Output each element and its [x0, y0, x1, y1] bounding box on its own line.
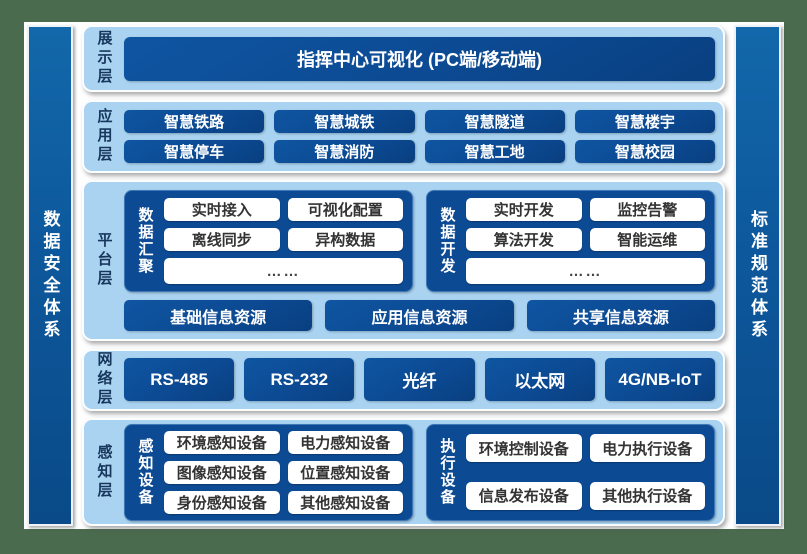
group-execution-devices-label: 执行设备	[436, 431, 458, 514]
layer-panel-network: 网络层 RS-485 RS-232 光纤 以太网 4G/NB-IoT	[82, 348, 725, 411]
group-data-aggregation: 数据汇聚 实时接入 可视化配置 离线同步 异构数据 ……	[124, 190, 413, 292]
node-4g-nbiot: 4G/NB-IoT	[604, 358, 716, 401]
node-fiber: 光纤	[364, 358, 475, 401]
node-app-info-resource: 应用信息资源	[325, 300, 514, 331]
pillar-data-security-label: 数据安全体系	[40, 209, 60, 342]
node-power-sensing: 电力感知设备	[287, 430, 403, 454]
platform-resources: 基础信息资源 应用信息资源 共享信息资源	[124, 300, 715, 331]
node-smart-fire: 智慧消防	[274, 139, 415, 163]
node-smart-site: 智慧工地	[424, 139, 565, 163]
node-location-sensing: 位置感知设备	[287, 460, 403, 484]
node-development-more: ……	[466, 258, 705, 284]
node-visual-config: 可视化配置	[287, 198, 403, 221]
display-layer-content: 指挥中心可视化 (PC端/移动端)	[124, 31, 715, 86]
node-identity-sensing: 身份感知设备	[164, 490, 280, 514]
node-smart-parking: 智慧停车	[124, 139, 265, 163]
layer-label-display: 展示层	[84, 30, 124, 87]
layer-label-platform: 平台层	[84, 186, 124, 335]
group-sensing-devices: 感知设备 环境感知设备 电力感知设备 图像感知设备 位置感知设备 身份感知设备 …	[124, 423, 413, 521]
node-realtime-access: 实时接入	[164, 198, 280, 221]
group-data-aggregation-label: 数据汇聚	[134, 198, 156, 284]
pillar-data-security: 数据安全体系	[27, 25, 73, 526]
node-rs485: RS-485	[124, 358, 235, 401]
layer-label-display-text: 展示层	[95, 30, 113, 87]
node-smart-building: 智慧楼宇	[574, 109, 715, 133]
node-aggregation-more: ……	[164, 258, 403, 284]
pillar-standards: 标准规范体系	[734, 25, 781, 526]
node-ethernet: 以太网	[484, 358, 595, 401]
layer-label-platform-text: 平台层	[95, 232, 113, 289]
node-command-center: 指挥中心可视化 (PC端/移动端)	[124, 36, 715, 81]
node-smart-tunnel: 智慧隧道	[424, 109, 565, 133]
layer-label-network: 网络层	[84, 351, 124, 408]
platform-layer-content: 数据汇聚 实时接入 可视化配置 离线同步 异构数据 ……	[124, 186, 715, 335]
node-info-publish: 信息发布设备	[466, 481, 582, 510]
group-data-development-grid: 实时开发 监控告警 算法开发 智能运维 ……	[466, 198, 705, 284]
node-intelligent-ops: 智能运维	[589, 228, 705, 251]
node-rs232: RS-232	[244, 358, 355, 401]
node-image-sensing: 图像感知设备	[164, 460, 280, 484]
group-sensing-devices-text: 感知设备	[136, 438, 154, 506]
group-execution-devices-text: 执行设备	[438, 438, 456, 506]
group-data-development: 数据开发 实时开发 监控告警 算法开发 智能运维 ……	[426, 190, 715, 292]
layer-label-perception: 感知层	[84, 424, 124, 520]
node-other-execution: 其他执行设备	[589, 481, 705, 510]
layer-panel-perception: 感知层 感知设备 环境感知设备 电力感知设备 图像感知设备 位置感	[82, 418, 725, 526]
layer-label-application: 应用层	[84, 106, 124, 167]
layer-panel-application: 应用层 智慧铁路 智慧城铁 智慧隧道 智慧楼宇 智慧停车 智慧消防 智慧工地 智…	[82, 99, 725, 173]
layer-panel-display: 展示层 指挥中心可视化 (PC端/移动端)	[82, 25, 725, 92]
group-data-aggregation-text: 数据汇聚	[136, 207, 154, 275]
node-smart-railway: 智慧铁路	[124, 109, 265, 133]
node-power-execution: 电力执行设备	[589, 434, 705, 463]
platform-groups: 数据汇聚 实时接入 可视化配置 离线同步 异构数据 ……	[124, 190, 715, 292]
node-offline-sync: 离线同步	[164, 228, 280, 251]
node-heterogeneous-data: 异构数据	[287, 228, 403, 251]
group-data-development-text: 数据开发	[438, 207, 456, 275]
node-env-control: 环境控制设备	[466, 434, 582, 463]
application-layer-content: 智慧铁路 智慧城铁 智慧隧道 智慧楼宇 智慧停车 智慧消防 智慧工地 智慧校园	[124, 106, 715, 167]
node-basic-info-resource: 基础信息资源	[124, 300, 313, 331]
group-execution-devices: 执行设备 环境控制设备 电力执行设备 信息发布设备 其他执行设备	[426, 423, 715, 521]
node-monitor-alert: 监控告警	[589, 198, 705, 221]
group-data-development-label: 数据开发	[436, 198, 458, 284]
node-realtime-dev: 实时开发	[466, 198, 582, 221]
node-shared-info-resource: 共享信息资源	[526, 300, 715, 331]
perception-groups: 感知设备 环境感知设备 电力感知设备 图像感知设备 位置感知设备 身份感知设备 …	[124, 423, 715, 521]
group-sensing-devices-label: 感知设备	[134, 431, 156, 514]
pillar-standards-label: 标准规范体系	[748, 209, 767, 342]
perception-layer-content: 感知设备 环境感知设备 电力感知设备 图像感知设备 位置感知设备 身份感知设备 …	[124, 423, 715, 521]
layer-label-application-text: 应用层	[95, 107, 113, 165]
node-smart-metro: 智慧城铁	[274, 109, 415, 133]
group-data-aggregation-grid: 实时接入 可视化配置 离线同步 异构数据 ……	[164, 198, 403, 284]
node-algorithm-dev: 算法开发	[466, 228, 582, 251]
diagram-canvas: 数据安全体系 展示层 指挥中心可视化 (PC端/移动端) 应用层 智慧铁路 智	[24, 22, 784, 529]
layer-panel-platform: 平台层 数据汇聚 实时接入 可视化配置 离线同步 异构数据	[82, 180, 725, 341]
network-layer-content: RS-485 RS-232 光纤 以太网 4G/NB-IoT	[124, 355, 716, 405]
node-env-sensing: 环境感知设备	[164, 430, 280, 454]
layer-label-network-text: 网络层	[95, 351, 113, 408]
layer-label-perception-text: 感知层	[95, 443, 113, 501]
layer-stack: 展示层 指挥中心可视化 (PC端/移动端) 应用层 智慧铁路 智慧城铁 智慧隧道…	[82, 25, 725, 526]
group-sensing-devices-grid: 环境感知设备 电力感知设备 图像感知设备 位置感知设备 身份感知设备 其他感知设…	[164, 430, 403, 514]
node-smart-campus: 智慧校园	[574, 139, 715, 163]
node-other-sensing: 其他感知设备	[287, 490, 403, 514]
group-execution-devices-grid: 环境控制设备 电力执行设备 信息发布设备 其他执行设备	[466, 431, 705, 514]
